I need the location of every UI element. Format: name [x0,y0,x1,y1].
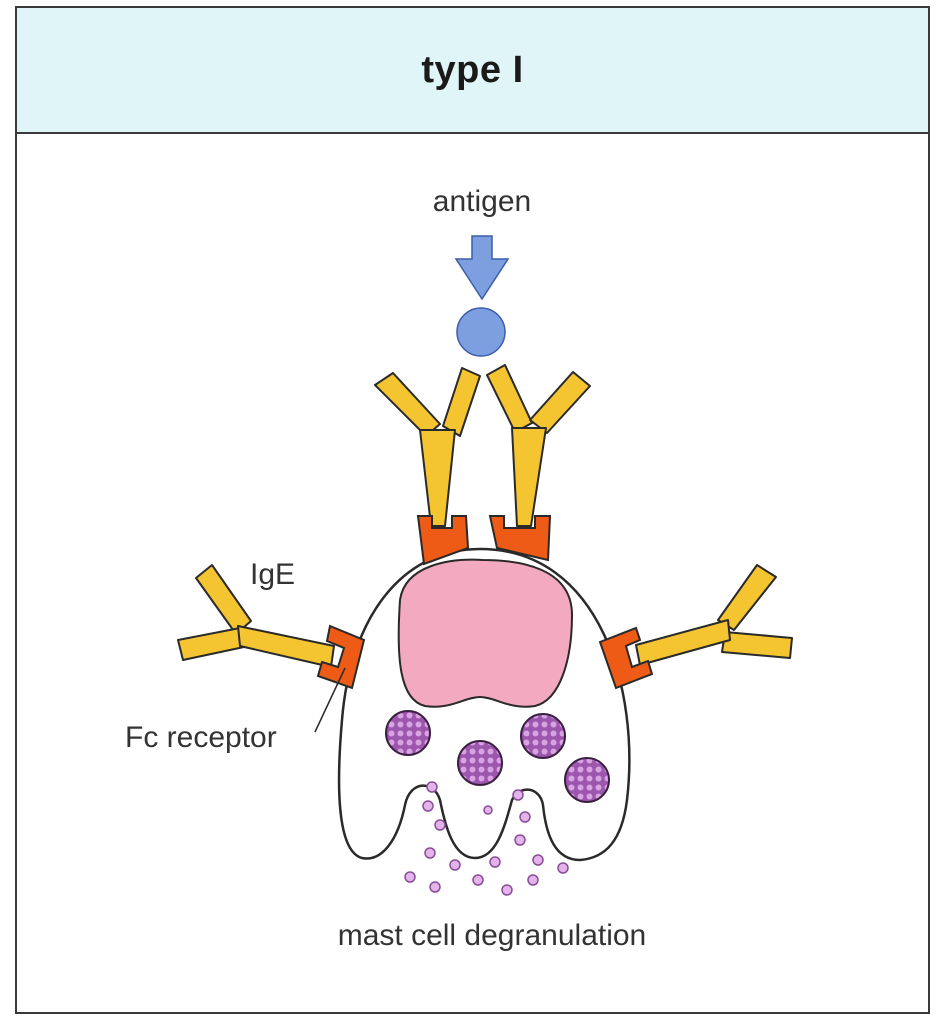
nucleus [399,560,572,707]
granule [386,711,430,755]
granule [565,758,609,802]
antigen-arrow [456,236,508,299]
antigen-label: antigen [433,185,531,218]
ige-antibody [375,368,480,526]
ige-antibody [487,365,590,526]
caption: mast cell degranulation [338,919,647,952]
antigen [457,308,505,356]
fc-receptor-label: Fc receptor [125,721,277,754]
granule [458,741,502,785]
ige-antibody [636,565,792,665]
ige-label: IgE [250,558,295,591]
granule [521,714,565,758]
